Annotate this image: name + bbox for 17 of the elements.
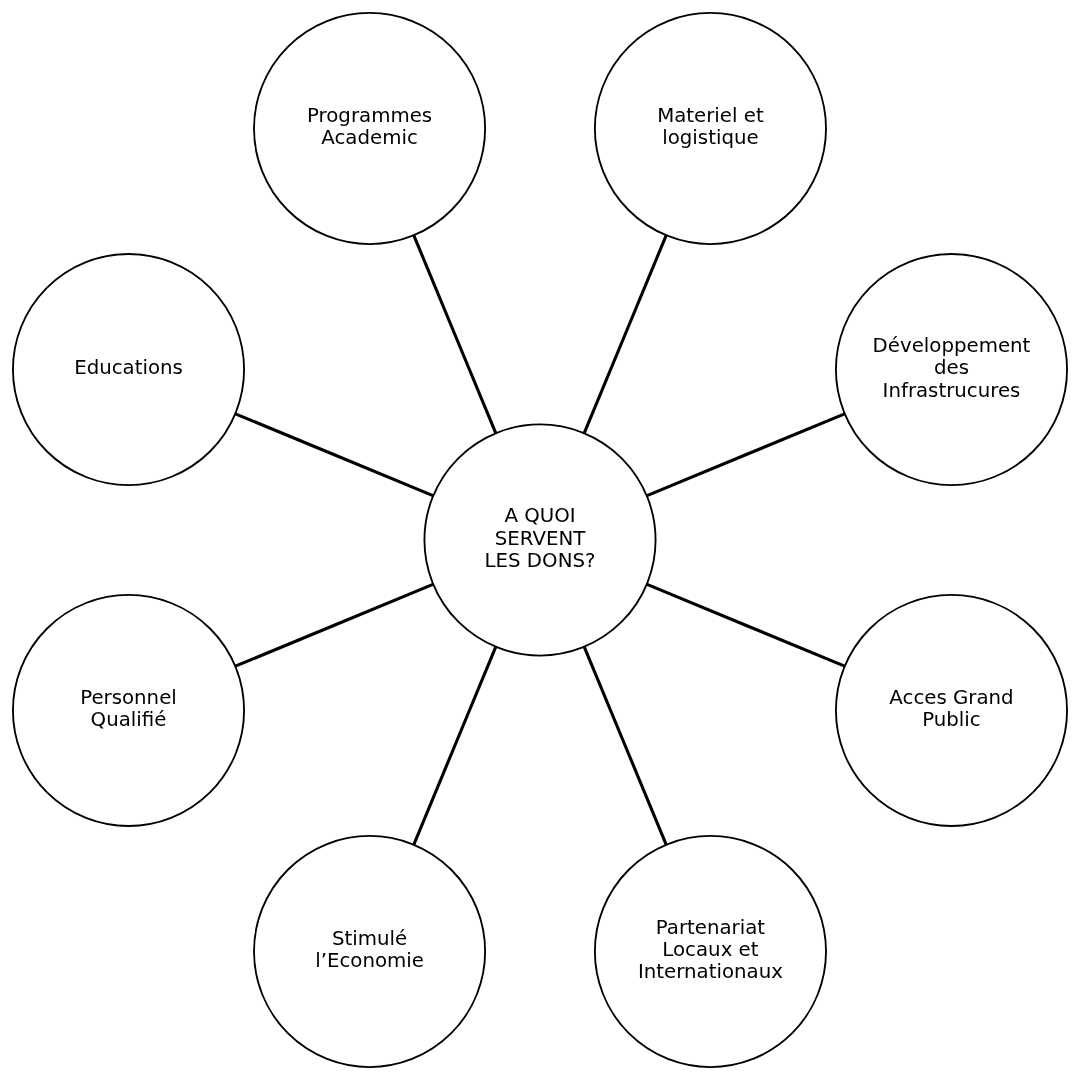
node-circle: Développement des Infrastrucures <box>835 253 1068 487</box>
connector <box>412 234 498 434</box>
connector <box>646 412 846 498</box>
node-circle: Acces Grand Public <box>835 593 1068 827</box>
node-circle: Stimulé l’Economie <box>253 835 487 1068</box>
connector <box>234 582 434 668</box>
node-circle: A QUOI SERVENT LES DONS? <box>423 423 657 657</box>
node-circle: Educations <box>12 253 245 487</box>
node-circle: Materiel et logistique <box>593 12 827 245</box>
connector <box>234 412 434 498</box>
node-circle: Personnel Qualifié <box>12 593 245 827</box>
connector <box>646 582 846 668</box>
node-circle: Partenariat Locaux et Internationaux <box>593 835 827 1068</box>
connector <box>582 646 668 846</box>
node-circle: Programmes Academic <box>253 12 487 245</box>
connector <box>412 646 498 846</box>
connector <box>582 234 668 434</box>
